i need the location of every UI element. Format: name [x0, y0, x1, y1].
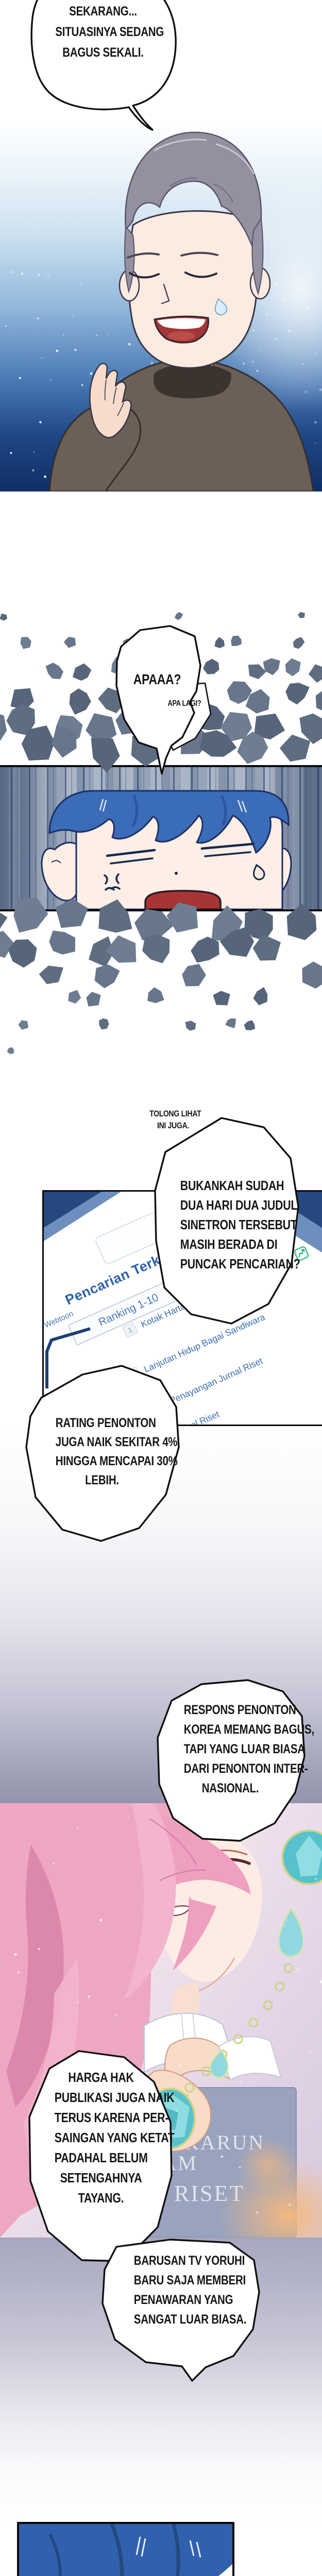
speech-rating: RATING PENONTON JUGA NAIK SEKITAR 4% HIN…	[55, 1416, 178, 1487]
annoyed-face-illustration	[41, 790, 292, 909]
poster-line-2: LAM	[147, 2151, 198, 2175]
speech-apaaa: APAAA?	[133, 671, 181, 687]
panel-blue-hair-closeup	[17, 2522, 234, 2576]
speech-harga: HARGA HAK PUBLIKASI JUGA NAIK TERUS KARE…	[54, 2070, 175, 2206]
blue-hair-illustration	[19, 2524, 232, 2576]
speech-respons: RESPONS PENONTON KOREA MEMANG BAGUS, TAP…	[183, 1703, 314, 1795]
panel-laughing-man	[0, 120, 322, 493]
panel-actress-poster: TA KARUN LAM RISET	[0, 1772, 322, 2272]
speech-tolong: TOLONG LIHAT INI JUGA.	[149, 1109, 201, 1130]
speech-sekarang: SEKARANG... SITUASINYA SEDANG BAGUS SEKA…	[55, 4, 164, 60]
speech-apa-lagi: APA LAGI?	[167, 699, 201, 708]
actress-illustration: TA KARUN LAM RISET	[0, 1772, 322, 2272]
crackle-pattern-top	[0, 612, 322, 773]
laughing-man-illustration	[0, 120, 322, 493]
bubble-apa-lagi	[160, 682, 212, 751]
speech-barusan: BARUSAN TV YORUHI BARU SAJA MEMBERI PENA…	[133, 2253, 247, 2327]
panel-annoyed-face	[0, 765, 322, 911]
speech-bukankah: BUKANKAH SUDAH DUA HARI DUA JUDUL SINETR…	[180, 1178, 300, 1272]
crackle-pattern-bottom	[0, 897, 322, 1054]
